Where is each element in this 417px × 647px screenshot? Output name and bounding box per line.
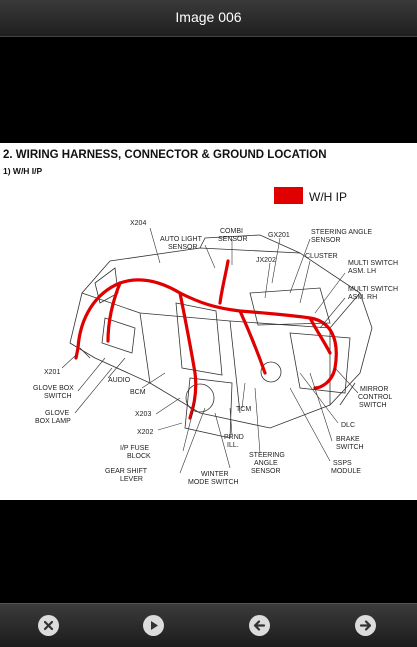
label-steering-angle-1: STEERING ANGLE (311, 229, 372, 236)
label-cluster: CLUSTER (305, 253, 338, 260)
label-steering-angle-2: SENSOR (311, 237, 341, 244)
label-multi-lh-2: ASM. LH (348, 268, 376, 275)
close-button[interactable] (38, 615, 59, 636)
label-auto-light-sensor-2: SENSOR (168, 244, 198, 251)
play-icon (151, 621, 158, 630)
play-button[interactable] (143, 615, 164, 636)
label-mirror-1: MIRROR (360, 386, 388, 393)
label-x204: X204 (130, 220, 146, 227)
label-audio: AUDIO (108, 377, 131, 384)
figure-subheading: 1) W/H I/P (3, 166, 43, 176)
label-auto-light-sensor-1: AUTO LIGHT (160, 236, 203, 243)
label-steering-sensor-3: SENSOR (251, 468, 281, 475)
label-winter-2: MODE SWITCH (188, 479, 239, 486)
figure-heading: 2. WIRING HARNESS, CONNECTOR & GROUND LO… (3, 149, 327, 161)
label-tcm: TCM (236, 406, 251, 413)
label-gear-shift-1: GEAR SHIFT (105, 468, 148, 475)
wiring-diagram: 2. WIRING HARNESS, CONNECTOR & GROUND LO… (3, 149, 398, 486)
label-combi-sensor-2: SENSOR (218, 236, 248, 243)
wiring-harness (74, 259, 338, 420)
label-ssps-1: SSPS (333, 460, 352, 467)
label-dlc: DLC (341, 422, 355, 429)
label-combi-sensor-1: COMBI (220, 228, 243, 235)
wiring-diagram-image: 2. WIRING HARNESS, CONNECTOR & GROUND LO… (0, 143, 417, 500)
label-glove-box-lamp-1: GLOVE (45, 410, 69, 417)
label-multi-lh-1: MULTI SWITCH (348, 260, 398, 267)
label-x203: X203 (135, 411, 151, 418)
next-button[interactable] (355, 615, 376, 636)
label-prnd-1: PRND (224, 434, 244, 441)
previous-button[interactable] (249, 615, 270, 636)
label-x202: X202 (137, 429, 153, 436)
label-brake-1: BRAKE (336, 436, 360, 443)
label-mirror-3: SWITCH (359, 402, 387, 409)
bottom-toolbar (0, 603, 417, 647)
close-icon (43, 620, 54, 631)
label-gear-shift-2: LEVER (120, 476, 143, 483)
label-winter-1: WINTER (201, 471, 229, 478)
label-multi-rh-1: MULTI SWITCH (348, 286, 398, 293)
legend-label: W/H IP (309, 190, 347, 204)
label-gx201: GX201 (268, 232, 290, 239)
label-x201: X201 (44, 369, 60, 376)
label-bcm: BCM (130, 389, 146, 396)
label-jx202: JX202 (256, 257, 276, 264)
label-steering-sensor-1: STEERING (249, 452, 285, 459)
title-bar: Image 006 (0, 0, 417, 37)
component-labels: X204 AUTO LIGHT SENSOR COMBI SENSOR GX20… (33, 220, 398, 486)
label-ip-fuse-1: I/P FUSE (120, 445, 149, 452)
previous-icon (253, 620, 266, 631)
label-leader-lines (61, 227, 359, 474)
label-glove-box-switch-2: SWITCH (44, 393, 72, 400)
next-icon (359, 620, 372, 631)
window-title: Image 006 (175, 9, 242, 25)
label-glove-box-switch-1: GLOVE BOX (33, 385, 74, 392)
label-ssps-2: MODULE (331, 468, 361, 475)
label-glove-box-lamp-2: BOX LAMP (35, 418, 71, 425)
label-multi-rh-2: ASM. RH (348, 294, 377, 301)
label-prnd-2: ILL. (227, 442, 239, 449)
dashboard-drawing (69, 234, 373, 439)
label-steering-sensor-2: ANGLE (254, 460, 278, 467)
label-ip-fuse-2: BLOCK (127, 453, 151, 460)
label-brake-2: SWITCH (336, 444, 364, 451)
legend-swatch (274, 187, 303, 204)
label-mirror-2: CONTROL (358, 394, 392, 401)
